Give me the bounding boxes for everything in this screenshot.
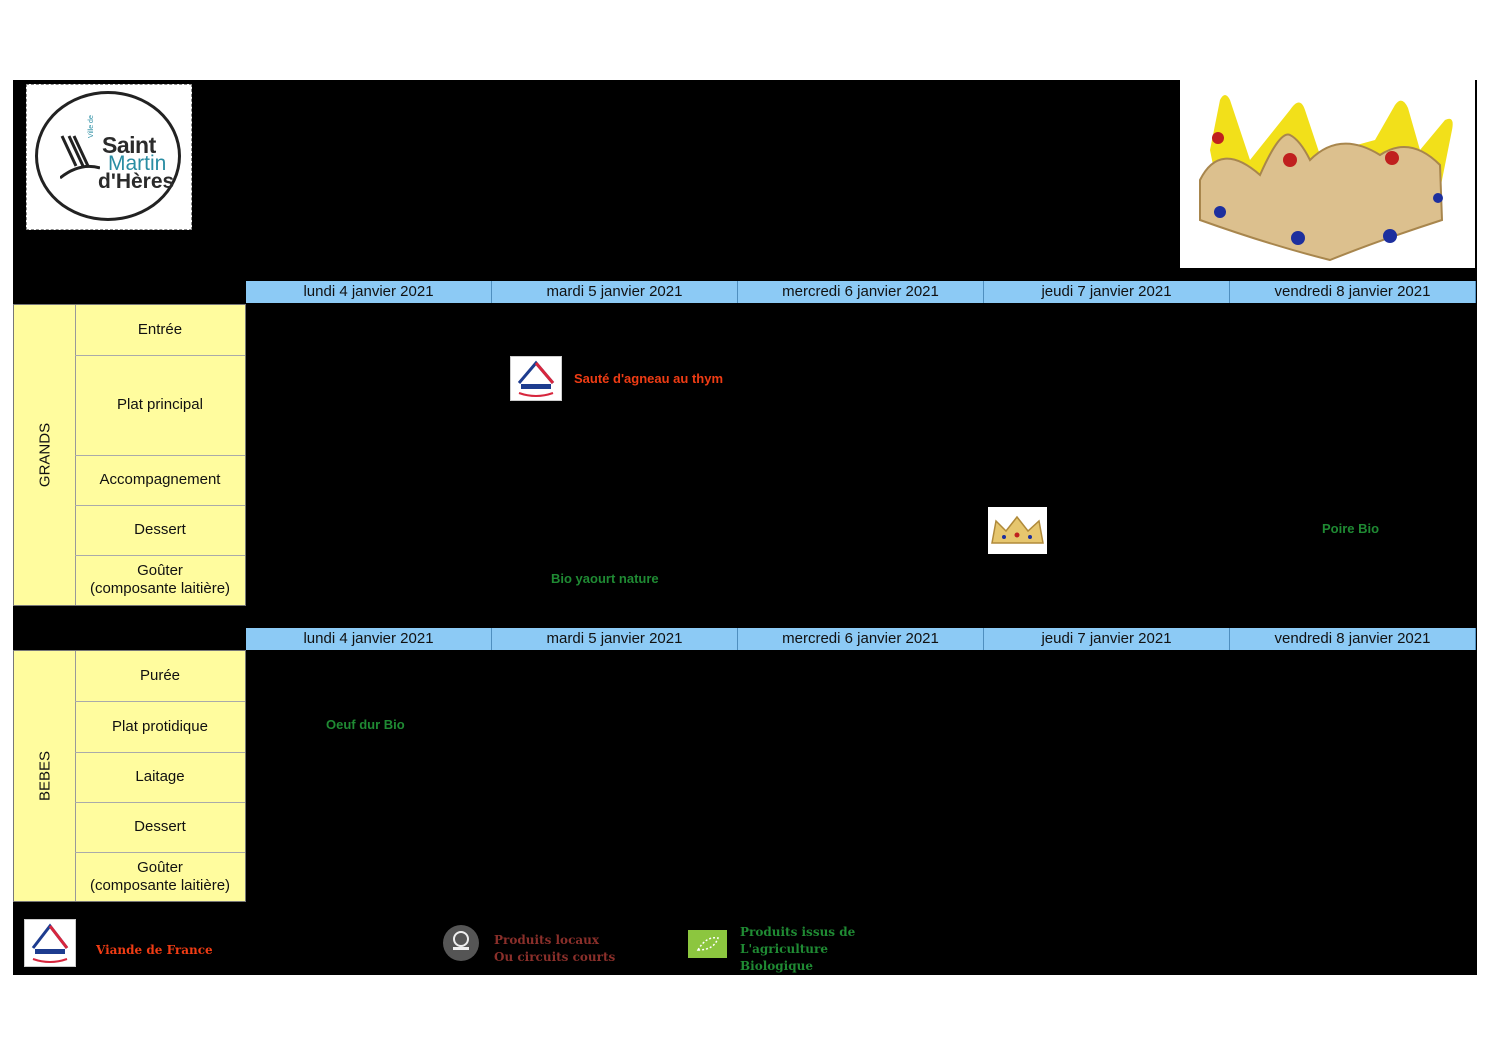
day-header-mercredi: mercredi 6 janvier 2021 <box>738 628 984 650</box>
legend-bio-text-3: Biologique <box>740 959 813 973</box>
bebes-day-header: lundi 4 janvier 2021 mardi 5 janvier 202… <box>246 628 1476 650</box>
day-header-vendredi: vendredi 8 janvier 2021 <box>1230 281 1476 303</box>
bio-leaf-icon <box>688 930 727 958</box>
day-header-lundi: lundi 4 janvier 2021 <box>246 281 492 303</box>
bebes-row-labels: BEBES Purée Plat protidique Laitage Dess… <box>13 650 246 902</box>
row-label-entree: Entrée <box>75 305 245 356</box>
day-header-vendredi: vendredi 8 janvier 2021 <box>1230 628 1476 650</box>
legend-bio-text-1: Produits issus de <box>740 925 856 939</box>
local-products-icon <box>443 925 479 961</box>
row-label-plat-protidique: Plat protidique <box>75 701 245 753</box>
logo-heres: d'Hères <box>98 170 175 193</box>
logo-ville: Ville de <box>88 115 95 138</box>
row-label-puree: Purée <box>75 651 245 702</box>
row-label-dessert: Dessert <box>75 505 245 556</box>
legend-bio-text-2: L'agriculture <box>740 942 828 956</box>
row-label-laitage: Laitage <box>75 752 245 803</box>
grands-day-header: lundi 4 janvier 2021 mardi 5 janvier 202… <box>246 281 1476 303</box>
day-header-jeudi: jeudi 7 janvier 2021 <box>984 628 1230 650</box>
galette-crown-icon <box>988 507 1047 554</box>
grands-section-label: GRANDS <box>14 305 76 605</box>
day-header-mercredi: mercredi 6 janvier 2021 <box>738 281 984 303</box>
legend-viande-text: Viande de France <box>96 943 213 957</box>
dish-plat-lundi: Oeuf dur Bio <box>326 717 405 732</box>
legend-local-text-1: Produits locaux <box>494 933 600 947</box>
legend-local-text-2: Ou circuits courts <box>494 950 616 964</box>
day-header-mardi: mardi 5 janvier 2021 <box>492 281 738 303</box>
viandes-de-france-badge <box>510 356 562 401</box>
row-label-plat-principal: Plat principal <box>75 355 245 456</box>
grands-row-labels: GRANDS Entrée Plat principal Accompagnem… <box>13 304 246 606</box>
dish-gouter-mardi: Bio yaourt nature <box>551 571 659 586</box>
dish-dessert-vendredi: Poire Bio <box>1322 521 1380 536</box>
logo-circle: Ville de Saint Martin d'Hères <box>35 91 181 221</box>
row-label-gouter: Goûter (composante laitière) <box>89 562 231 597</box>
logo-martin: Martin <box>108 152 167 175</box>
crown-image <box>1180 80 1475 268</box>
day-header-lundi: lundi 4 janvier 2021 <box>246 628 492 650</box>
day-header-mardi: mardi 5 janvier 2021 <box>492 628 738 650</box>
row-label-accompagnement: Accompagnement <box>75 455 245 506</box>
city-logo: Ville de Saint Martin d'Hères <box>26 84 192 230</box>
logo-mountain-icon <box>60 135 100 180</box>
row-label-gouter: Goûter (composante laitière) <box>89 859 231 894</box>
row-label-dessert: Dessert <box>75 802 245 853</box>
bebes-section-label: BEBES <box>14 651 76 901</box>
day-header-jeudi: jeudi 7 janvier 2021 <box>984 281 1230 303</box>
dish-plat-mardi: Sauté d'agneau au thym <box>574 371 724 386</box>
legend-viandes-badge <box>24 919 76 967</box>
logo-saint: Saint <box>102 132 156 158</box>
